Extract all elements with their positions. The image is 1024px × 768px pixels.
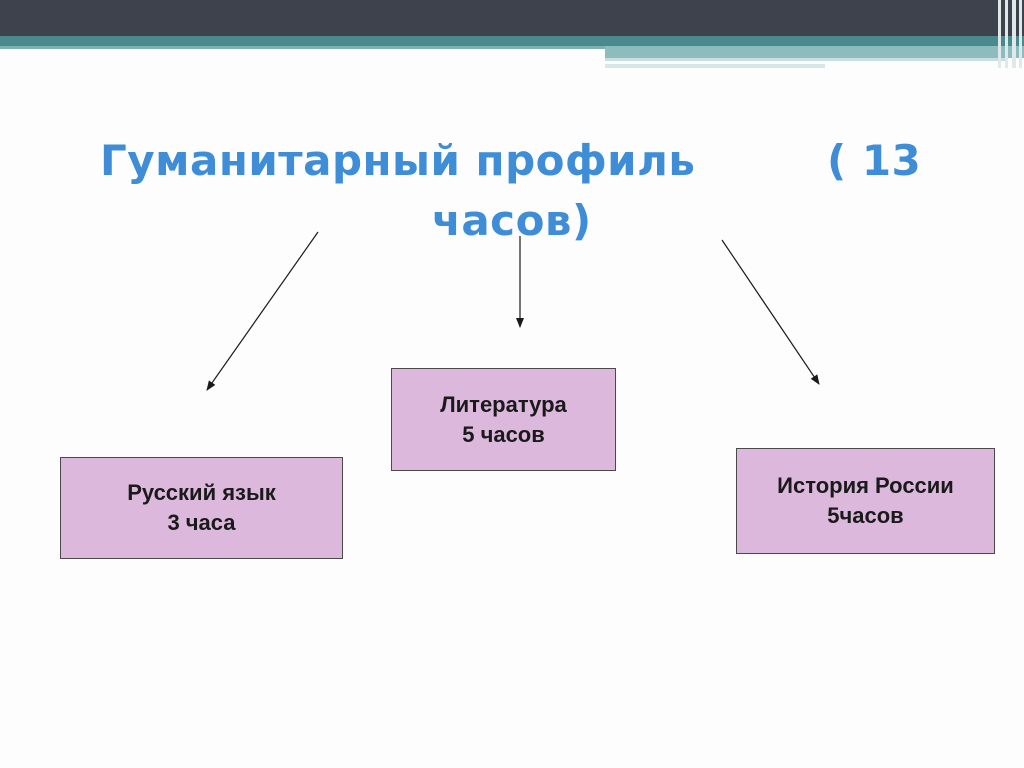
- title-line-2: часов): [432, 196, 592, 245]
- corner-stripes-decoration: [994, 0, 1024, 68]
- box-literature: Литература 5 часов: [391, 368, 616, 471]
- arrow-to-history: [721, 239, 820, 385]
- arrow-to-russian: [206, 231, 319, 391]
- light-accent-line: [605, 58, 1005, 61]
- teal-thin-line: [0, 46, 605, 49]
- box-russian-hours: 3 часа: [167, 510, 236, 535]
- box-history-hours: 5часов: [827, 503, 904, 528]
- box-history-name: История России: [777, 473, 954, 498]
- teal-right-band: [605, 46, 1024, 58]
- box-russian-language: Русский язык 3 часа: [60, 457, 343, 559]
- title-line-1: Гуманитарный профиль: [100, 136, 696, 185]
- teal-accent-band: [0, 36, 1024, 46]
- top-dark-bar: [0, 0, 1024, 36]
- box-literature-hours: 5 часов: [462, 421, 545, 447]
- box-history-russia: История России 5часов: [736, 448, 995, 554]
- slide-title: Гуманитарный профиль ( 13 часов): [100, 128, 960, 258]
- box-russian-name: Русский язык: [127, 480, 276, 505]
- box-literature-name: Литература: [440, 391, 567, 417]
- light-accent-line-short: [605, 64, 825, 68]
- title-hours: ( 13: [827, 136, 922, 185]
